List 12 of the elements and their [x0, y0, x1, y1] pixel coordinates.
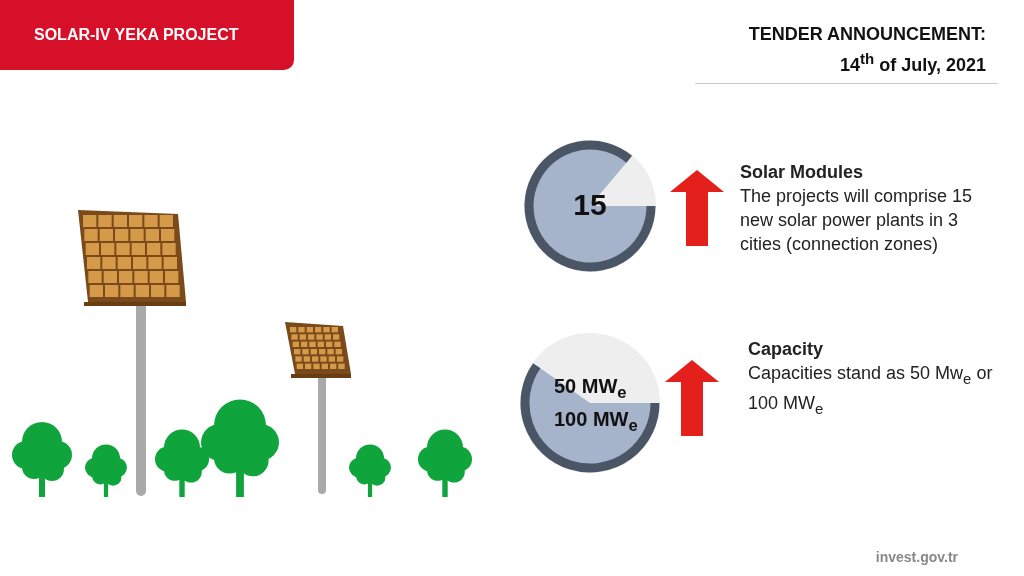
pie-value: 15 — [572, 188, 608, 222]
pie-chart — [524, 140, 656, 272]
title: SOLAR-IV YEKA PROJECT — [34, 26, 239, 44]
announcement-heading: TENDER ANNOUNCEMENT: — [748, 24, 986, 45]
section-heading: Capacity — [748, 338, 825, 361]
announcement-date: 14$^{th}$ of July, 2021 — [840, 50, 986, 76]
description-text: Capacities stand as 50 Mw$_{e}$ or 100 MW$_{e}$ — [748, 362, 994, 419]
section-heading: Solar Modules — [740, 161, 865, 184]
description-text: The projects will comprise 15 new solar power plants in 3 cities (connection zones) — [740, 185, 974, 256]
pie-value: 50 MW$_{e}$ 100 MW$_{e}$ — [554, 374, 639, 437]
website-address: invest.gov.tr — [875, 549, 958, 565]
pie-chart — [520, 333, 660, 473]
